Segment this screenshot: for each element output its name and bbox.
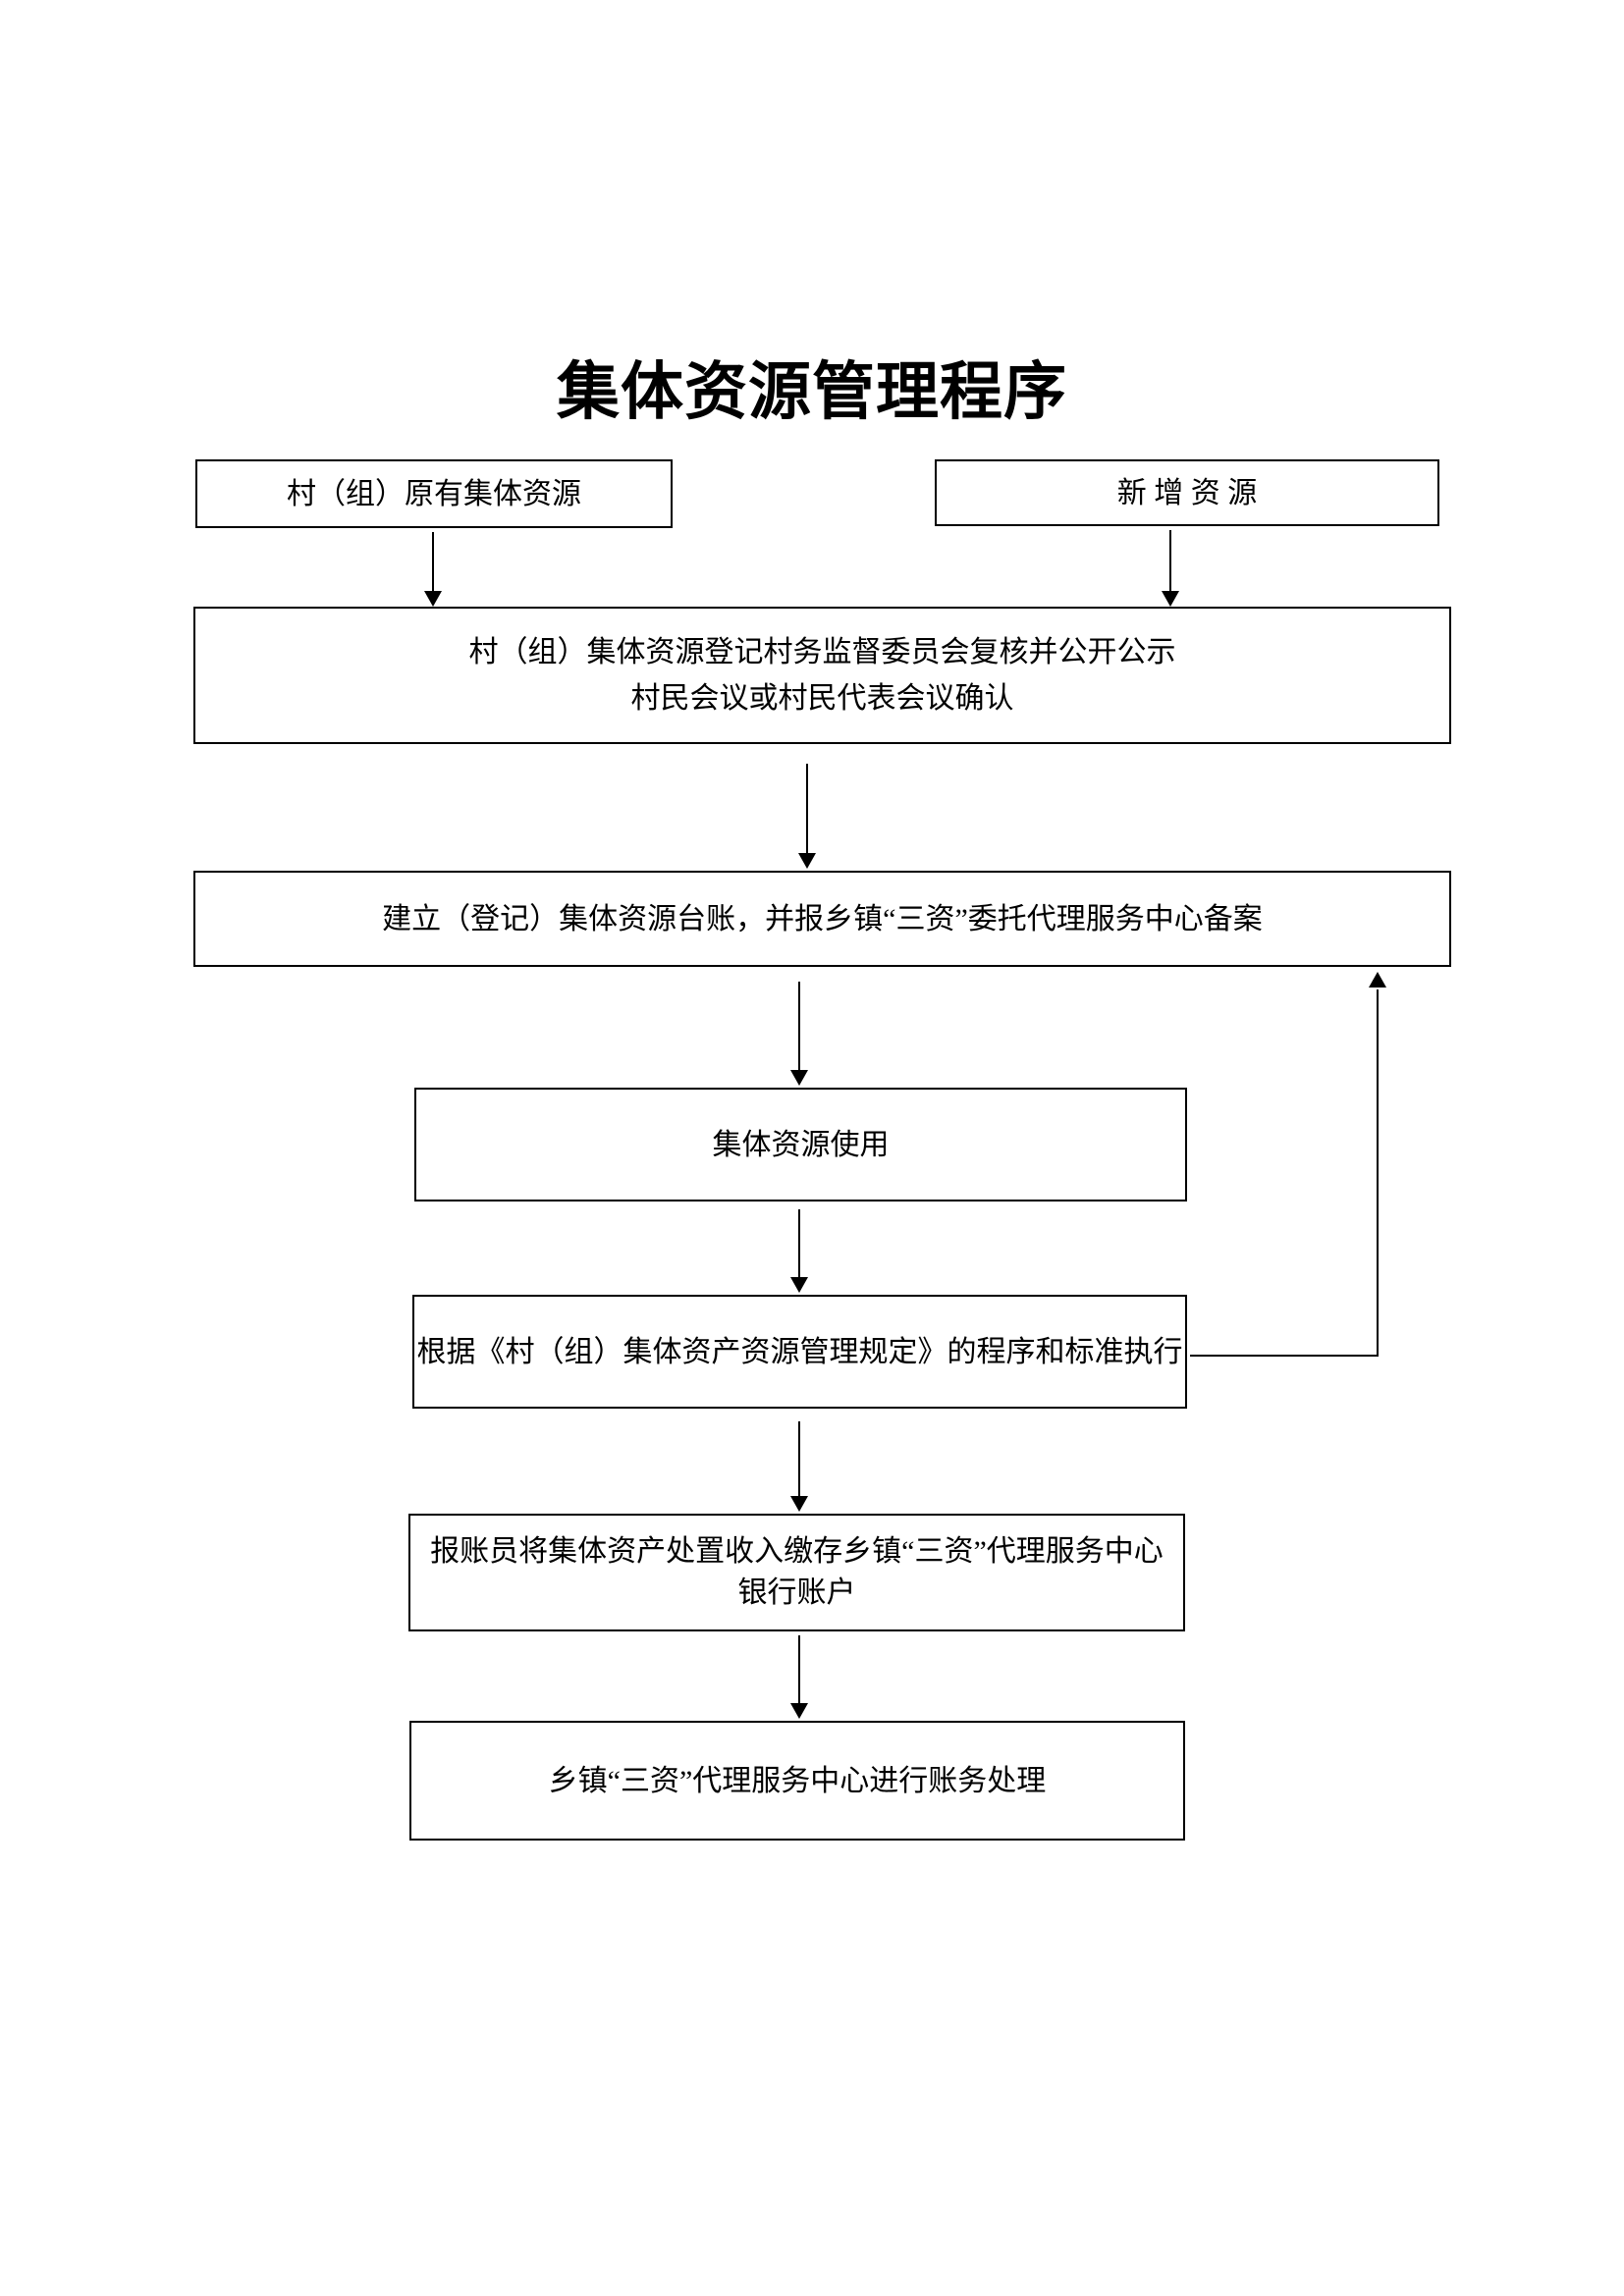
node-income-deposit-line1: 报账员将集体资产处置收入缴存乡镇“三资”代理服务中心 <box>430 1535 1164 1568</box>
arrow-line <box>798 1421 800 1497</box>
node-new-resources-label: 新 增 资 源 <box>1116 476 1258 509</box>
arrow-down-head <box>1162 591 1179 607</box>
node-ledger-filing: 建立（登记）集体资源台账，并报乡镇“三资”委托代理服务中心备案 <box>193 871 1451 967</box>
node-new-resources: 新 增 资 源 <box>935 459 1439 526</box>
arrow-down-head <box>798 853 816 869</box>
node-ledger-filing-label: 建立（登记）集体资源台账，并报乡镇“三资”委托代理服务中心备案 <box>382 902 1263 935</box>
node-income-deposit-line2: 银行账户 <box>737 1576 856 1609</box>
arrow-down-head <box>790 1070 808 1086</box>
arrow-line <box>432 532 434 593</box>
page-title: 集体资源管理程序 <box>557 357 1067 427</box>
arrow-down-head <box>790 1277 808 1293</box>
arrow-line <box>798 982 800 1072</box>
connector-vertical-line <box>1377 989 1379 1357</box>
node-existing-resources: 村（组）原有集体资源 <box>195 459 673 528</box>
connector-horizontal-line <box>1190 1355 1379 1357</box>
node-resource-usage-label: 集体资源使用 <box>712 1128 890 1161</box>
arrow-up-head <box>1369 972 1386 988</box>
node-registration-review: 村（组）集体资源登记村务监督委员会复核并公开公示 村民会议或村民代表会议确认 <box>193 607 1451 744</box>
node-income-deposit: 报账员将集体资产处置收入缴存乡镇“三资”代理服务中心 银行账户 <box>408 1514 1185 1631</box>
arrow-line <box>806 764 808 855</box>
node-resource-usage: 集体资源使用 <box>414 1088 1187 1201</box>
arrow-line <box>798 1635 800 1704</box>
node-account-processing: 乡镇“三资”代理服务中心进行账务处理 <box>409 1721 1185 1841</box>
arrow-down-head <box>790 1496 808 1512</box>
arrow-line <box>1169 530 1171 593</box>
node-execute-rules-label: 根据《村（组）集体资产资源管理规定》的程序和标准执行 <box>416 1335 1183 1368</box>
node-execute-rules: 根据《村（组）集体资产资源管理规定》的程序和标准执行 <box>412 1295 1187 1409</box>
arrow-line <box>798 1209 800 1278</box>
node-account-processing-label: 乡镇“三资”代理服务中心进行账务处理 <box>548 1764 1047 1797</box>
arrow-down-head <box>790 1703 808 1719</box>
node-registration-review-line2: 村民会议或村民代表会议确认 <box>630 682 1014 715</box>
node-existing-resources-label: 村（组）原有集体资源 <box>287 477 581 510</box>
arrow-down-head <box>424 591 442 607</box>
node-registration-review-line1: 村（组）集体资源登记村务监督委员会复核并公开公示 <box>468 636 1176 668</box>
